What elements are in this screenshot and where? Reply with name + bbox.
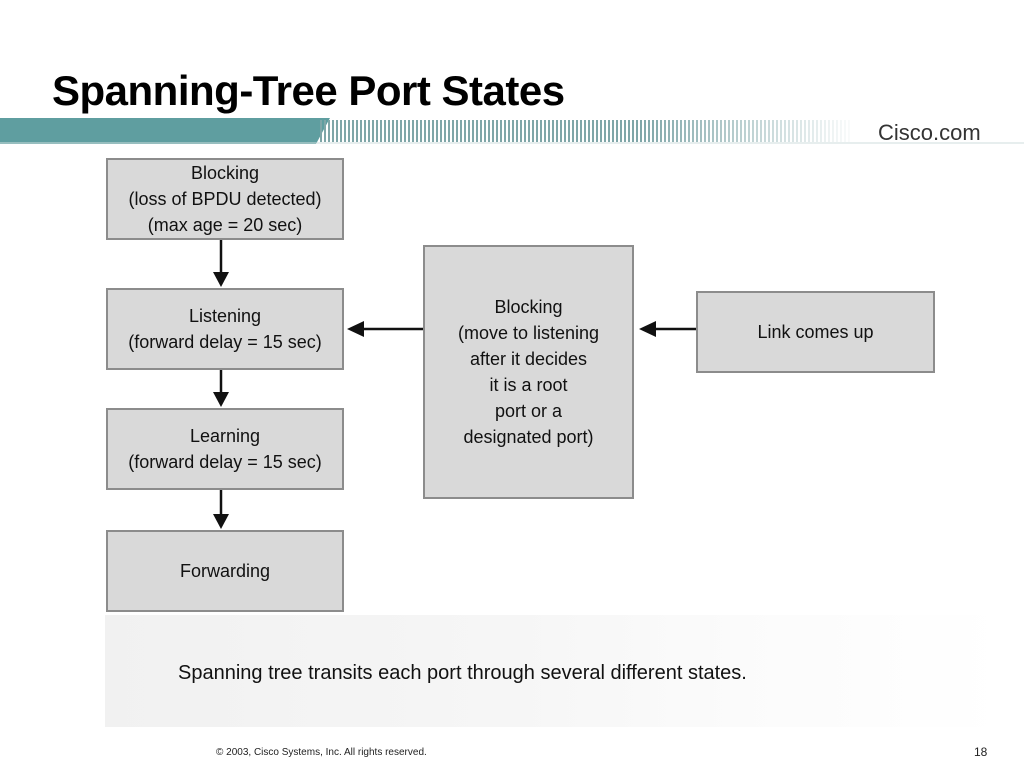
- arrow-blocking-to-listening: [213, 240, 229, 287]
- node-forwarding: Forwarding: [106, 530, 344, 612]
- caption-background: [105, 615, 1005, 727]
- arrow-blocking2-to-listening: [347, 321, 423, 337]
- node-blocking-loss-bpdu: Blocking (loss of BPDU detected) (max ag…: [106, 158, 344, 240]
- copyright-notice: © 2003, Cisco Systems, Inc. All rights r…: [216, 747, 427, 758]
- page-number: 18: [974, 745, 988, 759]
- node-link-comes-up: Link comes up: [696, 291, 935, 373]
- header-banner: [0, 118, 1024, 144]
- arrow-listening-to-learning: [213, 370, 229, 407]
- node-learning: Learning (forward delay = 15 sec): [106, 408, 344, 490]
- node-label: Blocking (move to listening after it dec…: [457, 297, 600, 447]
- node-label: Forwarding: [179, 561, 271, 581]
- node-label: Blocking (loss of BPDU detected) (max ag…: [128, 163, 322, 235]
- arrow-learning-to-forwarding: [213, 490, 229, 529]
- slide-caption: Spanning tree transits each port through…: [178, 662, 747, 684]
- node-label: Link comes up: [757, 322, 874, 342]
- arrow-linkup-to-blocking2: [639, 321, 696, 337]
- node-label: Listening (forward delay = 15 sec): [128, 306, 322, 352]
- node-blocking-move-to-listening: Blocking (move to listening after it dec…: [423, 245, 634, 499]
- node-label: Learning (forward delay = 15 sec): [128, 426, 322, 472]
- slide-title: Spanning-Tree Port States: [52, 67, 565, 114]
- cisco-logo: Cisco.com: [878, 120, 981, 145]
- node-listening: Listening (forward delay = 15 sec): [106, 288, 344, 370]
